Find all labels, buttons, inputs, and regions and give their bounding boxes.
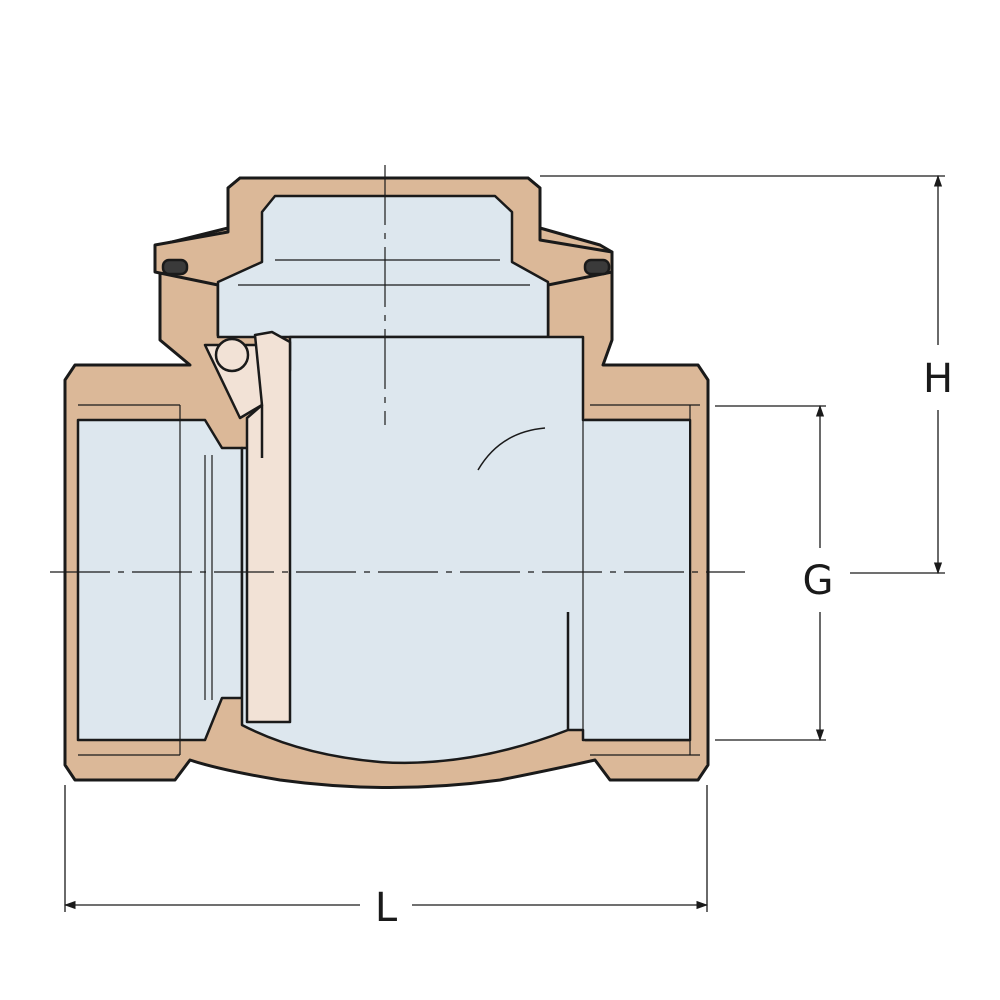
centerlines xyxy=(50,165,745,573)
dimension-g-label: G xyxy=(803,558,834,604)
internal-cavity xyxy=(76,194,692,765)
o-ring-right xyxy=(583,258,611,276)
dimension-l-label: L xyxy=(375,885,398,931)
swing-disc xyxy=(245,330,292,724)
hinge-pin xyxy=(214,337,250,373)
bonnet-chamber xyxy=(216,194,550,339)
swing-disc-assembly xyxy=(203,330,292,724)
dimension-h-label: H xyxy=(923,356,953,402)
inlet-bore xyxy=(76,418,244,742)
o-ring-seals xyxy=(161,258,611,276)
dimension-l xyxy=(63,785,709,912)
dimension-g xyxy=(715,404,826,742)
outlet-bore xyxy=(585,421,689,739)
o-ring-left xyxy=(161,258,189,276)
main-chamber xyxy=(240,335,692,765)
dimension-h xyxy=(540,174,945,575)
bore-detail-lines xyxy=(78,259,700,756)
